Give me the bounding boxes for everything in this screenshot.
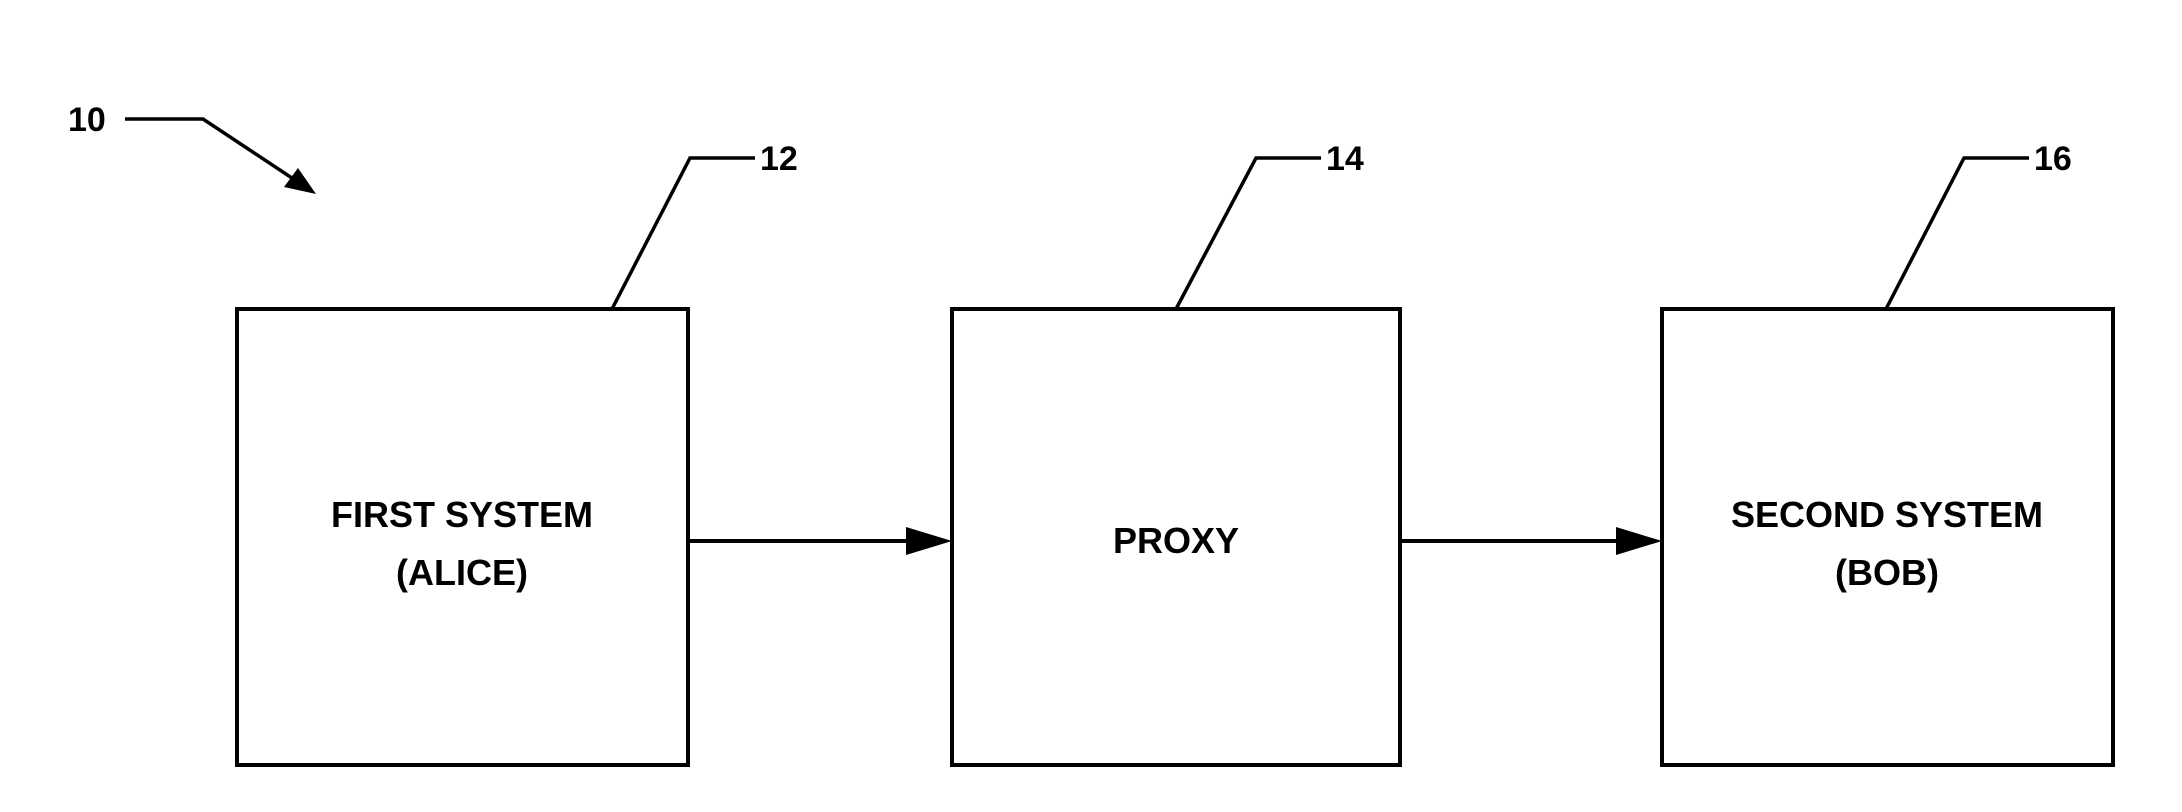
first-system-box	[237, 309, 688, 765]
figure-reference: 10	[68, 101, 316, 194]
second-system-box	[1662, 309, 2113, 765]
second-system-reference: 16	[2034, 140, 2072, 178]
figure-reference-number: 10	[68, 101, 106, 139]
arrow-first-to-proxy	[688, 527, 952, 555]
figure-reference-arrowhead	[284, 168, 316, 194]
first-system-label: FIRST SYSTEM	[331, 494, 593, 535]
block-proxy: PROXY 14	[952, 140, 1400, 765]
second-system-leader	[1886, 158, 2029, 309]
proxy-leader	[1176, 158, 1321, 309]
first-system-leader	[612, 158, 755, 309]
proxy-reference: 14	[1326, 140, 1364, 178]
second-system-sublabel: (BOB)	[1835, 552, 1939, 593]
second-system-label: SECOND SYSTEM	[1731, 494, 2043, 535]
block-first-system: FIRST SYSTEM (ALICE) 12	[237, 140, 798, 765]
first-system-sublabel: (ALICE)	[396, 552, 528, 593]
first-system-reference: 12	[760, 140, 798, 178]
proxy-label: PROXY	[1113, 520, 1239, 561]
connector-arrowhead-1	[906, 527, 952, 555]
arrow-proxy-to-second	[1400, 527, 1662, 555]
figure-reference-leader	[125, 119, 298, 182]
connector-arrowhead-2	[1616, 527, 1662, 555]
block-second-system: SECOND SYSTEM (BOB) 16	[1662, 140, 2113, 765]
